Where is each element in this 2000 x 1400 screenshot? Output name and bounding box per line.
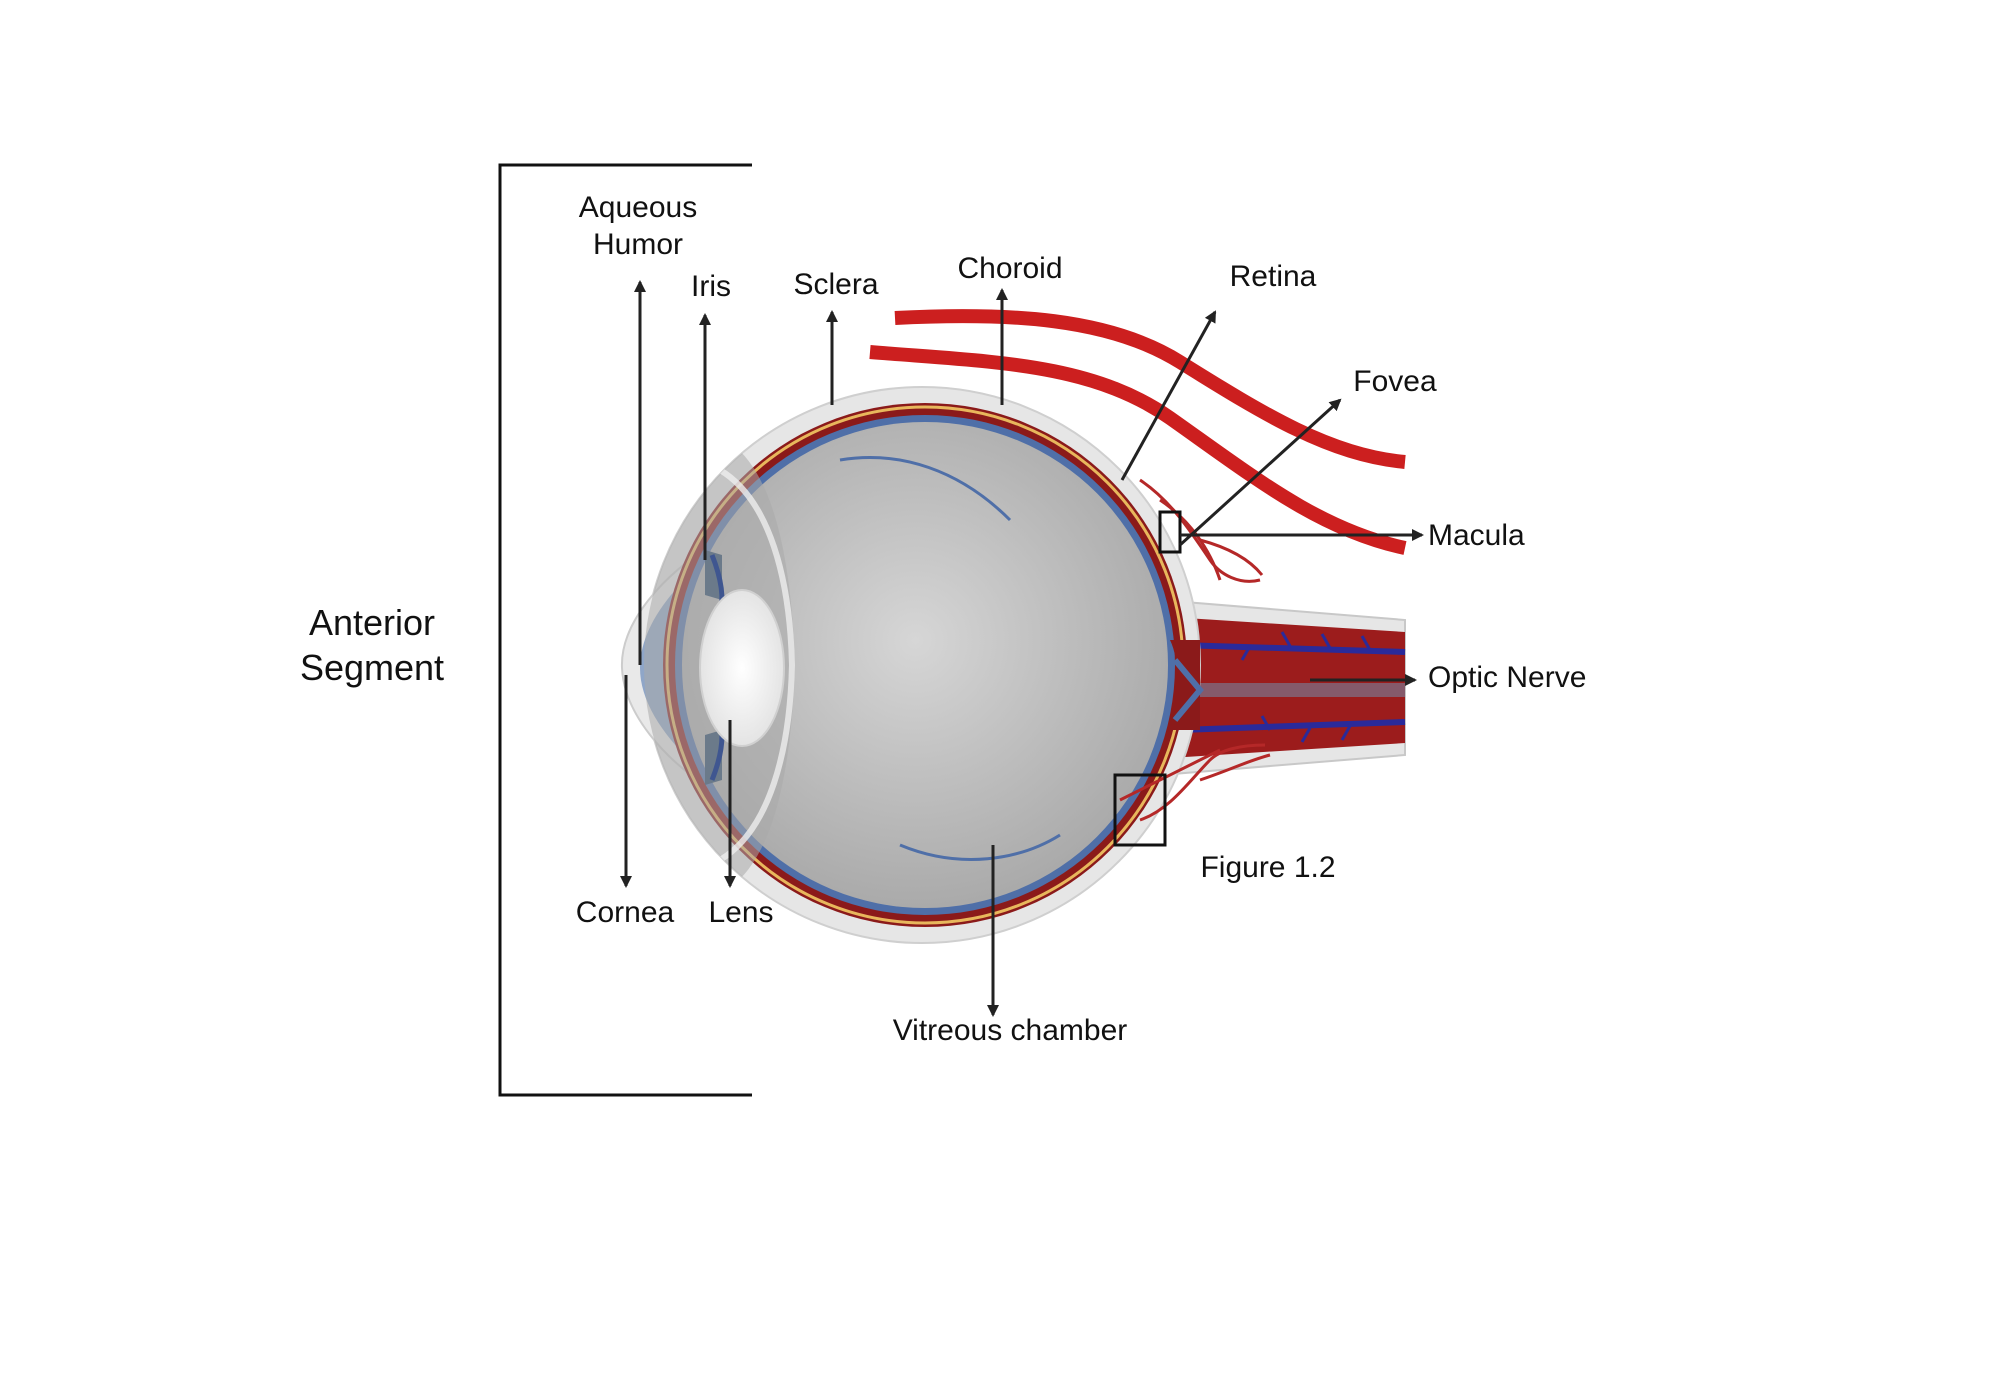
optic-nerve-label: Optic Nerve xyxy=(1428,661,1586,694)
macula-box xyxy=(1158,510,1182,554)
cornea-label: Cornea xyxy=(576,896,675,929)
optic-nerve xyxy=(1159,598,1406,777)
anterior-segment-label-line1: Anterior xyxy=(309,602,435,643)
aqueous-humor-label-line2: Humor xyxy=(593,228,683,261)
anterior-segment-label-line2: Segment xyxy=(300,647,444,688)
figure-box xyxy=(1113,773,1167,847)
figure-ref-label: Figure 1.2 xyxy=(1200,851,1335,884)
retinal-vessel-branches xyxy=(1119,478,1271,822)
vitreous-body xyxy=(682,422,1168,908)
aqueous-humor-label-line1: Aqueous xyxy=(579,191,697,224)
vitreous-chamber-label: Vitreous chamber xyxy=(893,1014,1128,1047)
lens-label: Lens xyxy=(708,896,773,929)
label-arrows xyxy=(620,280,1424,1017)
choroid-label: Choroid xyxy=(957,252,1062,285)
sclera-label: Sclera xyxy=(793,268,878,301)
lens-shape xyxy=(699,589,785,747)
iris-label: Iris xyxy=(691,270,731,303)
fovea-label: Fovea xyxy=(1353,365,1437,398)
retina-label: Retina xyxy=(1230,260,1317,293)
upper-blood-vessels xyxy=(869,309,1407,555)
macula-label: Macula xyxy=(1428,519,1525,552)
anterior-segment-bracket xyxy=(498,163,752,1097)
